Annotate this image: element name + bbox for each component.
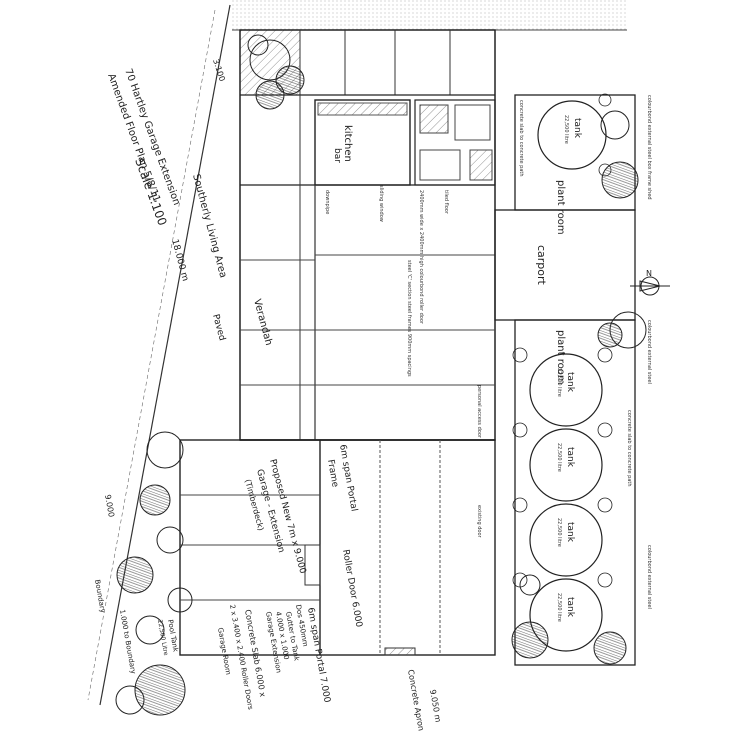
note-colourbond-1: colourbond external steel box frame shed bbox=[646, 95, 652, 200]
svg-text:22,500 litre: 22,500 litre bbox=[556, 593, 562, 622]
note-existing-door: existing door bbox=[476, 505, 482, 539]
tank-4: tank 22,500 litre bbox=[529, 503, 603, 577]
left-boundary-line bbox=[99, 4, 231, 706]
tank-3: tank 22,500 litre bbox=[529, 428, 603, 502]
note-carport: 2400mm wide x 2400mm high colourbond rol… bbox=[418, 190, 424, 325]
dimension-18000: 18.000 m bbox=[169, 238, 190, 282]
boundary-label-1: Boundary bbox=[93, 579, 107, 614]
dimension-9050: 9.050 m bbox=[428, 689, 443, 724]
verandah-label: Verandah bbox=[251, 298, 274, 347]
tank-2: tank 22,500 litre bbox=[529, 353, 603, 427]
title-block: 70 Hartley Garage Extension Amended Floo… bbox=[105, 67, 182, 227]
note-downpipe: downpipe bbox=[324, 190, 330, 214]
svg-text:tank: tank bbox=[565, 597, 575, 618]
dimension-3100: 3.100 bbox=[211, 58, 227, 83]
carport-label: carport bbox=[535, 245, 548, 286]
note-window: sliding window bbox=[378, 185, 384, 222]
kitchen-label: kitchen bbox=[342, 125, 353, 162]
plant-room-mid-label: plant room bbox=[555, 330, 566, 385]
portal-2: Frame bbox=[325, 459, 340, 489]
note-steel-frame: steel 'C' section steel frames 900mm spa… bbox=[406, 260, 412, 377]
boundary-label-2: 1.000 to Boundary bbox=[118, 609, 137, 675]
portal-1: 6m span Portal bbox=[337, 444, 359, 512]
svg-text:22,500 litre: 22,500 litre bbox=[563, 115, 569, 144]
top-boundary-strip bbox=[232, 0, 627, 30]
southerly-living-label: Southerly Living Area bbox=[190, 173, 228, 279]
garage-extension-outline bbox=[179, 439, 496, 656]
paved-label: Paved bbox=[210, 313, 227, 342]
north-arrow-icon: N bbox=[630, 269, 670, 296]
dimension-9000: 9.000 bbox=[103, 494, 116, 518]
tank-5: tank 22,500 litre bbox=[529, 578, 603, 652]
tank-1: tank 22,500 litre bbox=[537, 100, 607, 170]
svg-text:22,500 litre: 22,500 litre bbox=[556, 368, 562, 397]
svg-text:22,500 litre: 22,500 litre bbox=[556, 518, 562, 547]
svg-text:N: N bbox=[646, 269, 652, 278]
svg-text:22,500 litre: 22,500 litre bbox=[556, 443, 562, 472]
shrub-icons bbox=[115, 34, 647, 716]
note-colourbond-3: colourbond external steel bbox=[646, 545, 652, 609]
note-colourbond-2: colourbond external steel bbox=[646, 320, 652, 384]
note-concrete-slab-1: concrete slab to concrete path bbox=[518, 100, 524, 177]
bar-label: bar bbox=[332, 148, 342, 163]
garage-room-label: Garage Room bbox=[216, 627, 232, 676]
svg-text:tank: tank bbox=[565, 372, 575, 393]
note-concrete-slab-2: concrete slab to concrete path bbox=[626, 410, 632, 487]
note-personal-access: personal access door bbox=[476, 385, 482, 439]
plant-room-top-label: plant room bbox=[555, 180, 566, 235]
roller-door-label: Roller Door 6.000 bbox=[340, 549, 364, 629]
svg-text:tank: tank bbox=[565, 447, 575, 468]
svg-text:tank: tank bbox=[565, 522, 575, 543]
svg-text:tank: tank bbox=[572, 118, 582, 139]
plant-room-mid bbox=[514, 319, 636, 666]
note-tile: tiled floor bbox=[443, 190, 449, 215]
concrete-apron-label: Concrete Apron bbox=[406, 669, 426, 732]
